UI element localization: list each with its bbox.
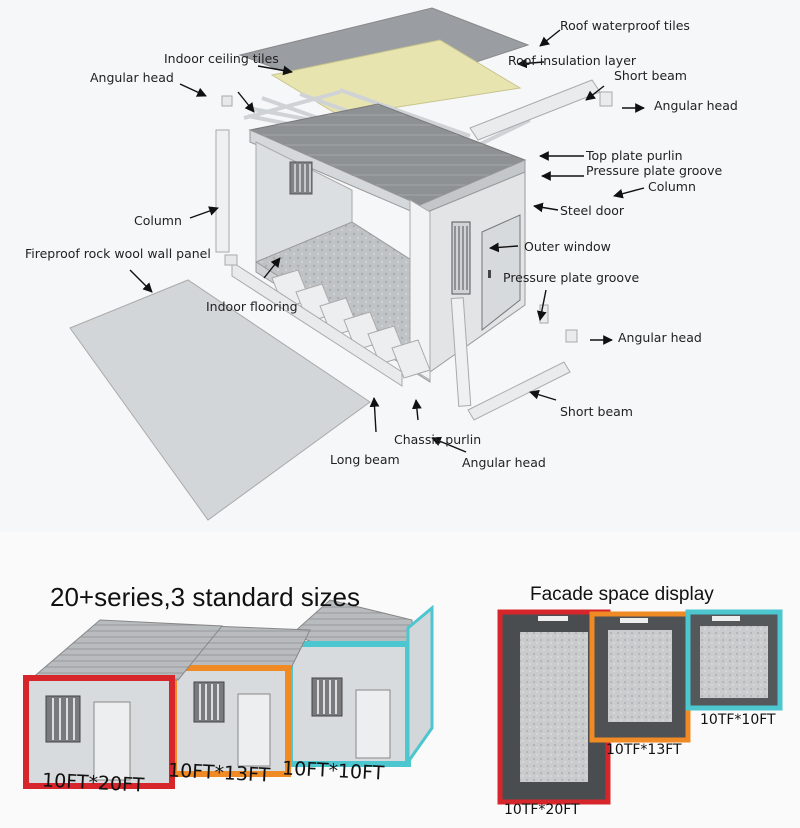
sizes-title: 20+series,3 standard sizes (50, 582, 361, 612)
facade-10x10 (685, 609, 783, 711)
label-chassis-purlin: Chassis purlin (394, 432, 482, 447)
label-top-plate-purlin: Top plate purlin (586, 148, 683, 163)
bottom-drawing (23, 599, 783, 805)
outer-window (451, 221, 471, 295)
label-angular-head-bottom: Angular head (462, 455, 546, 470)
facade-label-10x20: 10TF*20FT (504, 802, 580, 818)
label-angular-head-tl: Angular head (90, 70, 174, 85)
label-pressure-plate-groove-mid: Pressure plate groove (503, 270, 640, 285)
label-column-left: Column (134, 213, 182, 228)
facade-10x13 (589, 611, 691, 743)
facade-title: Facade space display (530, 584, 714, 605)
label-roof-waterproof-tiles: Roof waterproof tiles (560, 18, 690, 33)
facade-label-10x13: 10TF*13FT (606, 742, 682, 758)
back-window (289, 161, 313, 195)
long-beam (231, 261, 403, 387)
label-long-beam: Long beam (330, 452, 400, 467)
label-steel-door: Steel door (560, 203, 625, 218)
label-angular-head-br: Angular head (618, 330, 702, 345)
callout-arrows (129, 29, 645, 453)
container-10x10 (287, 599, 434, 767)
label-fireproof-wall-panel: Fireproof rock wool wall panel (25, 246, 211, 261)
label-short-beam-top: Short beam (614, 68, 687, 83)
left-column (215, 129, 230, 253)
label-roof-insulation-layer: Roof insulation layer (508, 53, 637, 68)
right-column (450, 297, 472, 407)
label-angular-head-tr: Angular head (654, 98, 738, 113)
exploded-drawing (69, 7, 645, 521)
label-outer-window: Outer window (524, 239, 611, 254)
label-indoor-ceiling-tiles: Indoor ceiling tiles (164, 51, 279, 66)
facade-label-10x10: 10TF*10FT (700, 712, 776, 728)
short-beam-bottom (467, 361, 571, 421)
label-indoor-flooring: Indoor flooring (206, 299, 298, 314)
container-10x20 (23, 619, 224, 789)
label-pressure-plate-groove-top: Pressure plate groove (586, 163, 723, 178)
bottom-panels: 20+series,3 standard sizes Facade space … (0, 532, 800, 828)
exploded-diagram: Roof waterproof tiles Indoor ceiling til… (25, 7, 738, 521)
label-short-beam-bottom: Short beam (560, 404, 633, 419)
label-column-right: Column (648, 179, 696, 194)
